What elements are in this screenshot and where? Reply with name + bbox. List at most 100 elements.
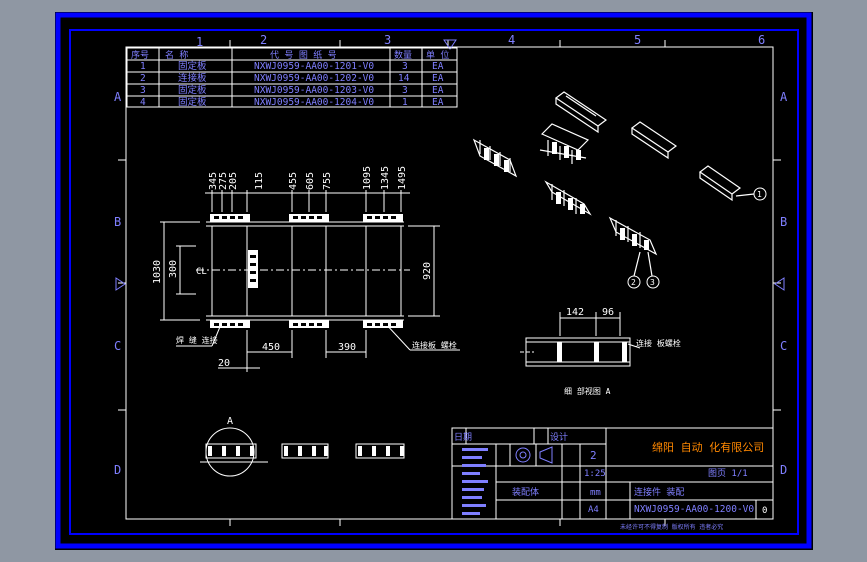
dim-label: 115 — [254, 172, 265, 190]
bom-row-name: 固定板 — [178, 96, 207, 108]
bom-header-code: 代 号 图 纸 号 — [270, 49, 337, 61]
grid-ticks — [118, 40, 781, 526]
bom-row-no: 3 — [140, 85, 146, 96]
center-connector — [248, 250, 258, 288]
bom-header-no: 序号 — [131, 49, 149, 61]
bom-row-name: 连接板 — [178, 72, 207, 84]
dim-label: 1345 — [380, 166, 391, 190]
bom-row-qty: 3 — [402, 85, 408, 96]
dim-label-450: 450 — [262, 342, 280, 353]
drawing-number: NXWJ0959-AA00-1200-V0 — [634, 504, 754, 515]
bom-row: 4 固定板 NXWJ0959-AA00-1204-V0 1 EA — [140, 96, 444, 108]
bom-header-unit: 单 位 — [426, 49, 449, 61]
title-block-signature-area — [462, 448, 488, 515]
leader-label-right: 连接板 螺栓 — [412, 340, 457, 350]
revision-value: 0 — [762, 506, 767, 516]
section-view-parts — [208, 446, 404, 456]
triangle-down-icon — [443, 39, 457, 50]
title-block-text: 日期 设计 绵阳 自动 化有限公司 2 1:25 图页 1/1 装配体 mm 连… — [454, 431, 767, 531]
detail-leader-label: 连接 板螺栓 — [636, 338, 681, 348]
bom-row-unit: EA — [432, 85, 444, 96]
bom-row-qty: 14 — [398, 73, 410, 84]
detail-caption: 细 部视图 A — [564, 386, 611, 396]
bom-header-qty: 数量 — [394, 49, 412, 61]
bom-row: 1 固定板 NXWJ0959-AA00-1201-V0 3 EA — [140, 60, 444, 72]
dim-label-390: 390 — [338, 342, 356, 353]
grid-col-label: 4 — [508, 33, 515, 47]
triangle-right-icon — [115, 277, 126, 291]
detail-view-parts — [557, 342, 627, 362]
dim-label: 605 — [305, 172, 316, 190]
dim-label-920: 920 — [422, 262, 433, 280]
material-value: 装配体 — [512, 486, 539, 498]
main-view-top-dims: 345 275 205 115 455 605 755 1095 1345 14… — [208, 166, 408, 190]
unit-value: mm — [590, 488, 601, 498]
footer-note: 未经许可不得复制 版权所有 违者必究 — [620, 523, 723, 531]
bom-row-unit: EA — [432, 73, 444, 84]
balloon-label: 1 — [757, 190, 762, 199]
centerline-label: CL — [196, 267, 207, 277]
title-header-design: 设计 — [550, 431, 568, 443]
dim-label-1030: 1030 — [152, 260, 163, 284]
scale-value: 1:25 — [584, 469, 606, 479]
bom-row-code: NXWJ0959-AA00-1204-V0 — [254, 97, 374, 108]
bom-row-name: 固定板 — [178, 60, 207, 72]
dim-label-20: 20 — [218, 358, 230, 369]
dim-label: 1495 — [397, 166, 408, 190]
bom-row-code: NXWJ0959-AA00-1203-V0 — [254, 85, 374, 96]
bom-header-name: 名 称 — [165, 49, 188, 61]
grid-col-label: 2 — [260, 33, 267, 47]
grid-col-label: 6 — [758, 33, 765, 47]
dim-label-300: 300 — [168, 260, 179, 278]
bom-row-qty: 3 — [402, 61, 408, 72]
triangle-left-icon — [774, 277, 785, 291]
title-block — [451, 427, 774, 520]
bom-table — [126, 47, 458, 108]
grid-row-label: A — [780, 90, 788, 104]
bom-row-name: 固定板 — [178, 84, 207, 96]
isometric-part-fills — [484, 142, 649, 250]
grid-row-label: C — [114, 339, 121, 353]
bom-row-no: 1 — [140, 61, 146, 72]
grid-row-label: D — [114, 463, 121, 477]
outer-border — [55, 12, 812, 549]
dim-label: 275 — [218, 172, 229, 190]
company-name: 绵阳 自动 化有限公司 — [652, 440, 764, 454]
bom-rows: 1 固定板 NXWJ0959-AA00-1201-V0 3 EA 2 连接板 N… — [140, 60, 444, 108]
bom-row-unit: EA — [432, 61, 444, 72]
page-value: 图页 1/1 — [708, 468, 748, 479]
grid-col-label: 1 — [196, 35, 203, 49]
detail-dim-96: 96 — [602, 307, 614, 318]
bom-row-code: NXWJ0959-AA00-1202-V0 — [254, 73, 374, 84]
balloon — [753, 187, 767, 201]
dim-label: 1095 — [362, 166, 373, 190]
bom-row-qty: 1 — [402, 97, 408, 108]
grid-row-label: C — [780, 339, 787, 353]
dim-label: 755 — [322, 172, 333, 190]
bom-row: 2 连接板 NXWJ0959-AA00-1202-V0 14 EA — [140, 72, 444, 84]
part-name: 连接件 装配 — [634, 486, 684, 498]
main-view — [160, 190, 460, 372]
main-view-part-holes — [214, 216, 396, 326]
grid-row-label: A — [114, 90, 122, 104]
balloon — [646, 275, 660, 289]
balloon-labels: 1 2 3 — [631, 190, 762, 287]
bom-row-no: 2 — [140, 73, 146, 84]
grid-row-labels: A B C D A B C D — [114, 90, 788, 477]
detail-view-text: 142 96 连接 板螺栓 细 部视图 A — [564, 307, 681, 396]
section-view-label: A — [227, 416, 233, 427]
grid-col-label: 5 — [634, 33, 641, 47]
bom-header: 序号 名 称 代 号 图 纸 号 数量 单 位 — [131, 49, 449, 61]
part-balloons — [627, 187, 767, 289]
bom-row: 3 固定板 NXWJ0959-AA00-1203-V0 3 EA — [140, 84, 444, 96]
main-view-side-dims: 1030 300 920 CL 20 450 390 焊 缝 连接 连接板 螺栓 — [152, 260, 457, 369]
bom-row-no: 4 — [140, 97, 146, 108]
grid-row-label: D — [780, 463, 787, 477]
title-header-date: 日期 — [454, 432, 472, 443]
leader-label-left: 焊 缝 连接 — [176, 335, 218, 345]
bom-row-unit: EA — [432, 97, 444, 108]
dim-label: 205 — [228, 172, 239, 190]
grid-column-labels: 1 2 3 4 5 6 — [196, 33, 765, 49]
